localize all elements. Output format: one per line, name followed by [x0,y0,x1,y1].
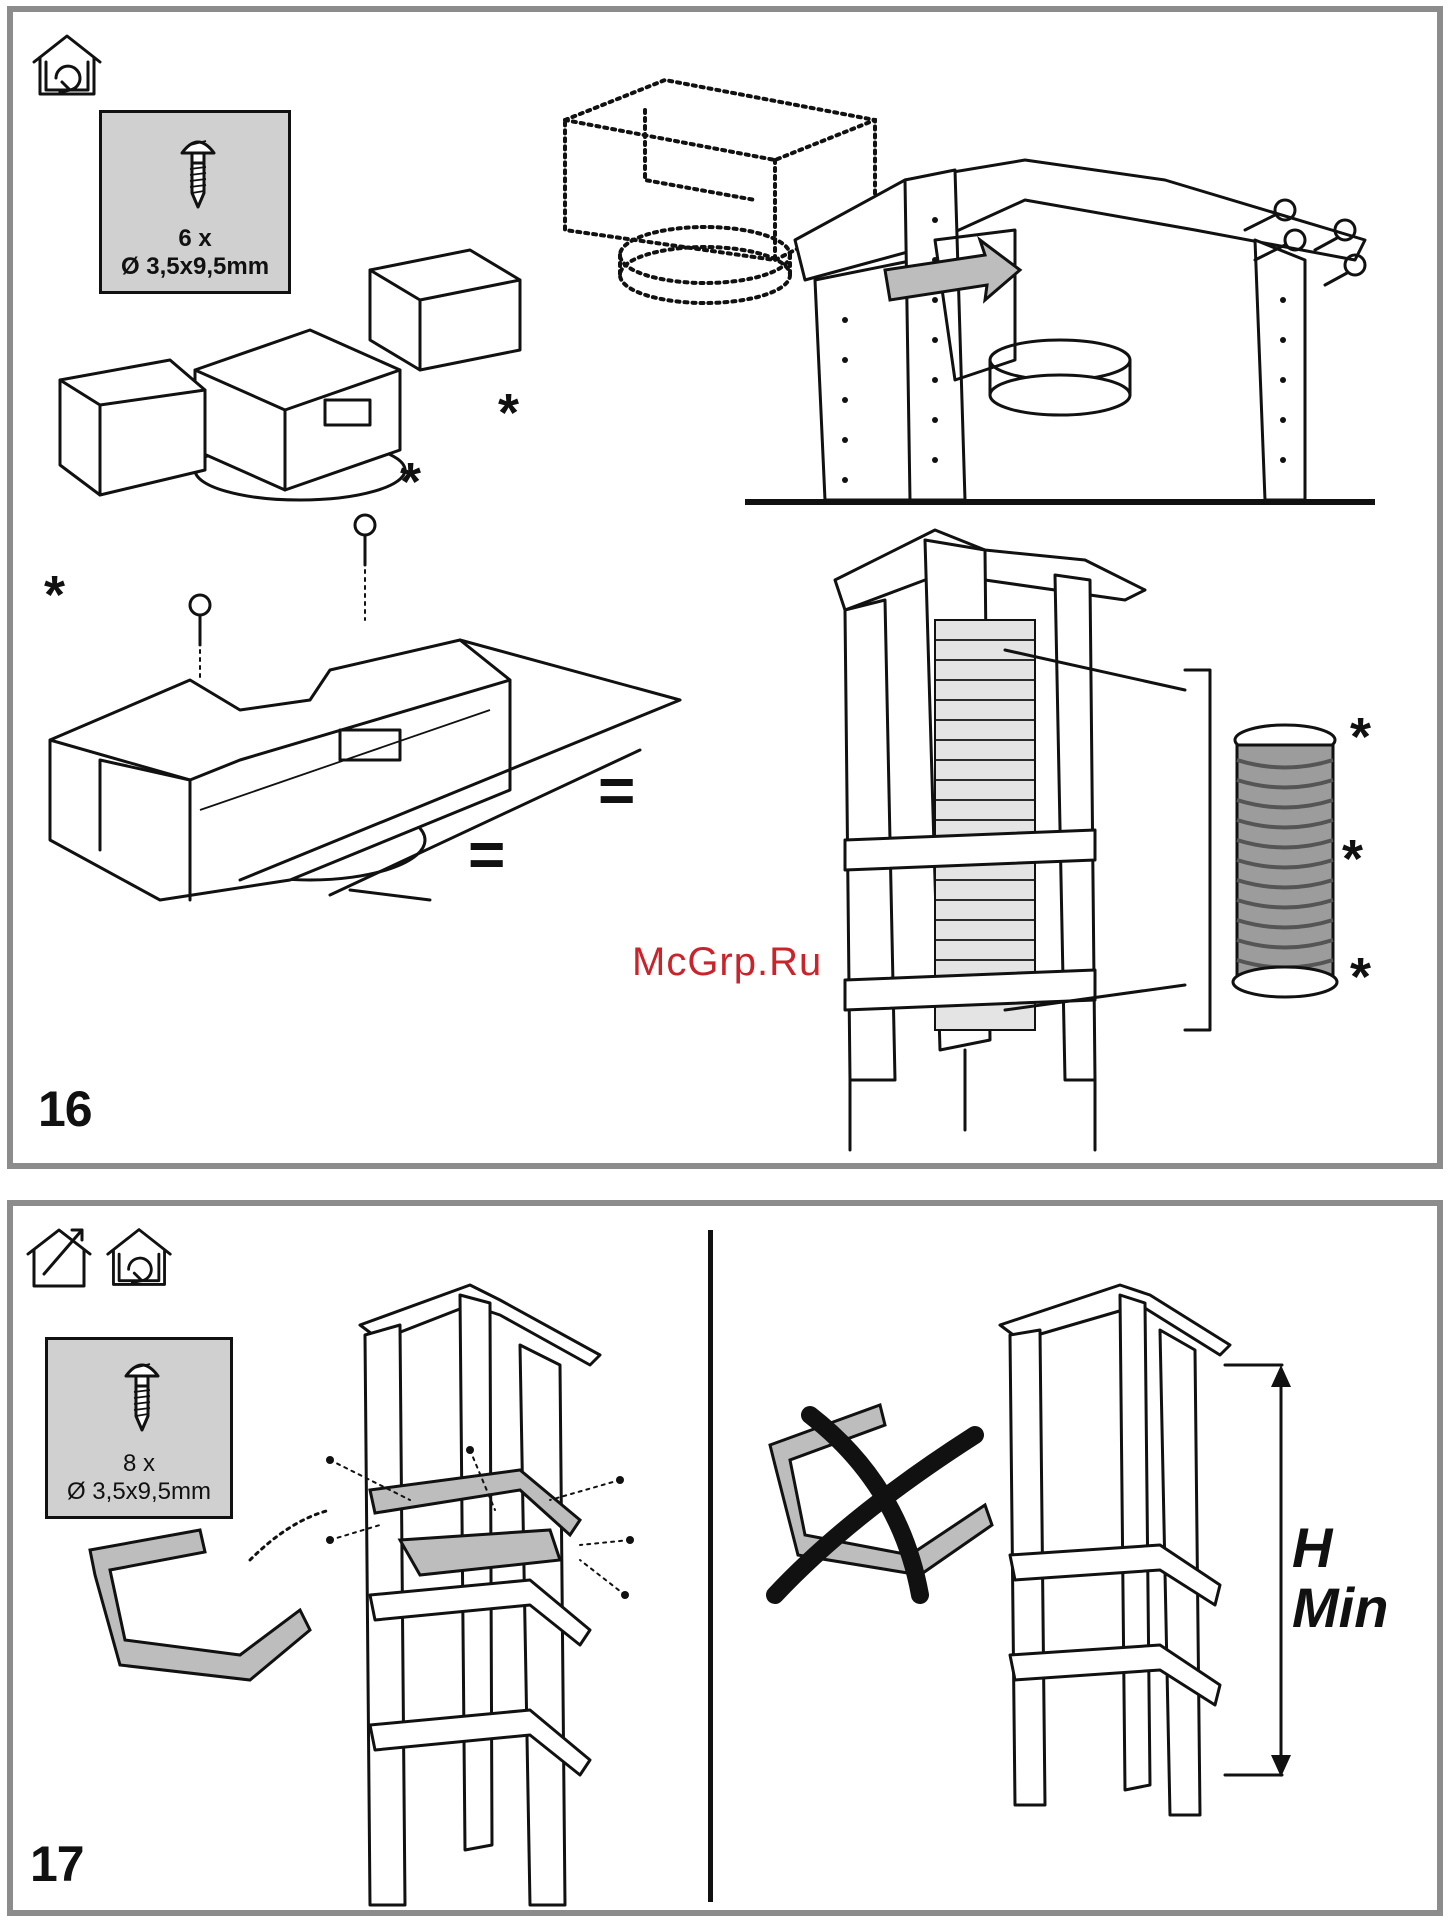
screw-quantity: 8 x [48,1450,230,1478]
screw-spec-box: 8 x Ø 3,5x9,5mm [45,1337,233,1519]
cross-out-icon [760,1395,1000,1605]
step-number: 16 [38,1080,92,1138]
house-recirculation-icon [104,1224,174,1290]
frame-with-hose-illustration [825,520,1385,1160]
height-min-label: H Min [1292,1518,1388,1638]
house-extraction-icon [24,1224,94,1290]
panel-divider [708,1230,713,1902]
optional-mark: * [400,455,421,509]
optional-mark: * [1342,832,1363,886]
screw-icon [122,1354,162,1434]
house-recirculation-icon [30,32,104,98]
equal-mark: = [468,822,505,886]
screw-icon [178,131,218,211]
optional-mark: * [498,386,519,440]
step-number: 17 [30,1835,84,1893]
height-label: H [1292,1518,1388,1578]
bracket-illustration [80,1530,340,1700]
frame-assembly-illustration [320,1285,680,1910]
optional-mark: * [1350,710,1371,764]
watermark: McGrp.Ru [632,940,822,985]
frame-height-illustration [990,1285,1250,1825]
min-label: Min [1292,1578,1388,1638]
hood-frame-top-illustration [555,60,1385,510]
screw-size: Ø 3,5x9,5mm [48,1478,230,1506]
optional-mark: * [44,568,65,622]
equal-mark: = [598,758,635,822]
optional-mark: * [1350,950,1371,1004]
